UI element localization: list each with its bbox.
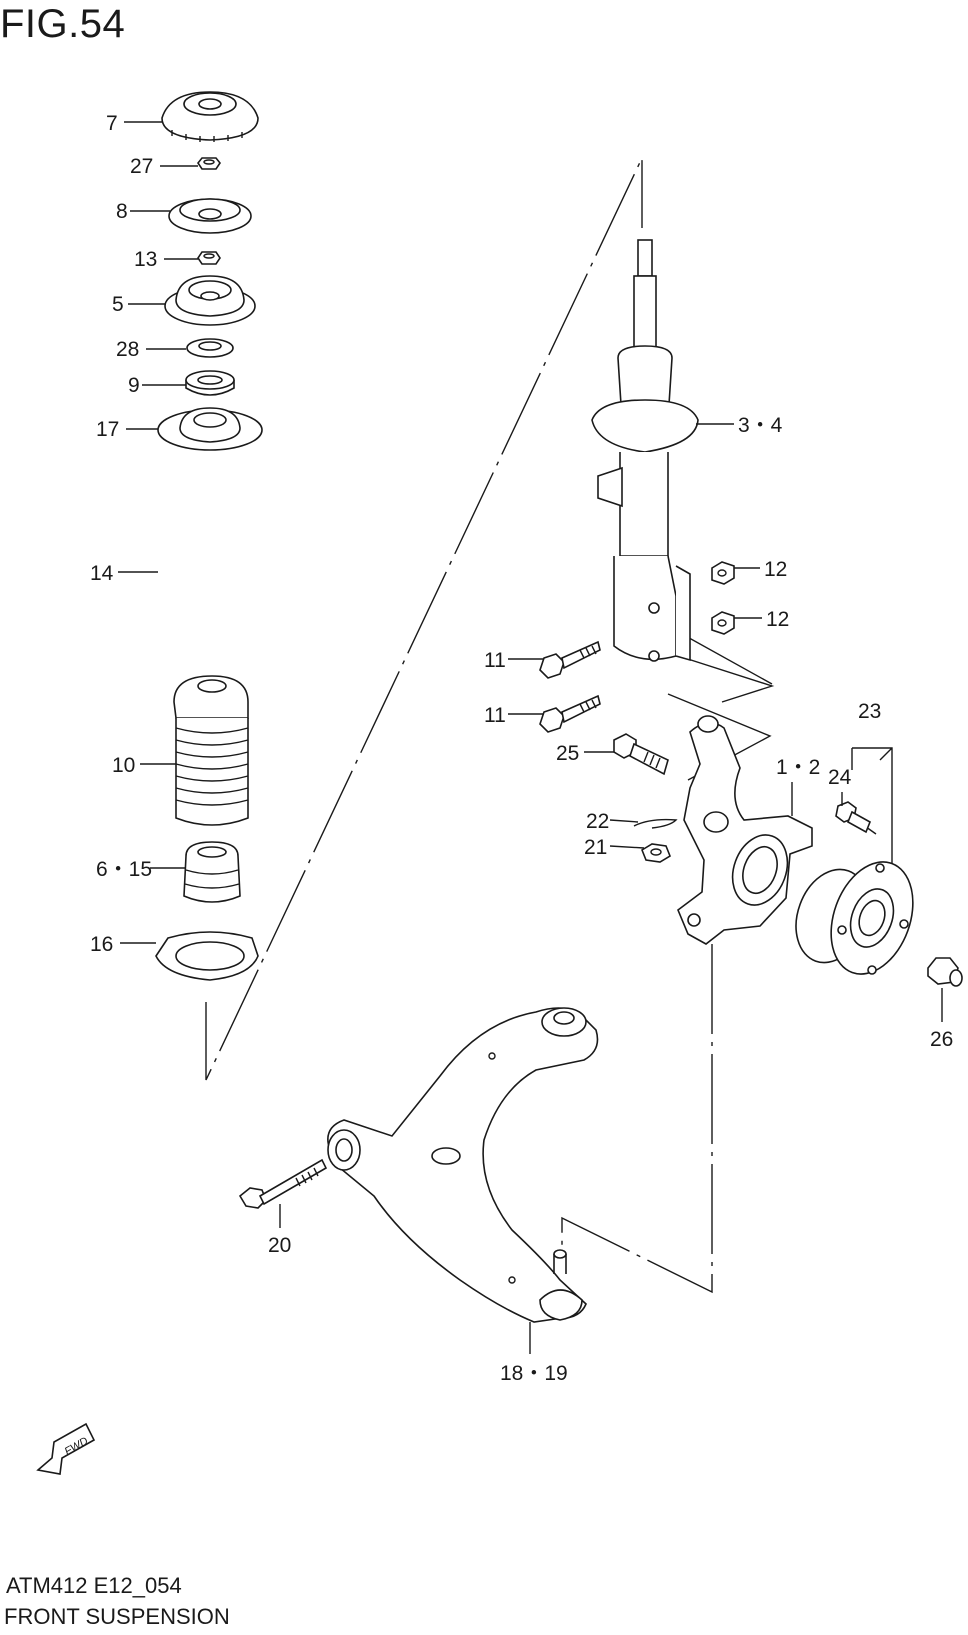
figure-title: FIG.54 bbox=[0, 2, 126, 46]
callout-9: 9 bbox=[128, 374, 140, 397]
callout-27: 27 bbox=[130, 155, 153, 178]
part-23-wheel-hub bbox=[795, 861, 914, 975]
part-11-bolt-lower bbox=[539, 694, 601, 733]
callout-20: 20 bbox=[268, 1234, 291, 1257]
part-7-mount-cap bbox=[161, 91, 259, 142]
callout-18-19: 18・19 bbox=[500, 1362, 568, 1385]
part-10-dust-boot bbox=[173, 675, 249, 826]
part-27-nut bbox=[197, 157, 221, 170]
callout-1-2: 1・2 bbox=[776, 756, 820, 779]
callout-14: 14 bbox=[90, 562, 114, 585]
part-8-plate bbox=[168, 198, 252, 234]
part-22-cotter-pin bbox=[633, 818, 678, 829]
callout-5: 5 bbox=[112, 293, 124, 316]
part-18-19-lower-control-arm bbox=[327, 1007, 599, 1323]
part-16-insulator bbox=[155, 931, 259, 981]
callout-12-lower: 12 bbox=[766, 608, 789, 631]
part-20-bolt bbox=[238, 1158, 328, 1209]
part-1-2-steering-knuckle bbox=[677, 715, 813, 945]
callout-12-upper: 12 bbox=[764, 558, 787, 581]
part-26-hub-nut bbox=[927, 957, 963, 987]
callout-13: 13 bbox=[134, 248, 157, 271]
part-25-bolt bbox=[613, 733, 669, 776]
part-12-nut-lower bbox=[711, 611, 735, 635]
callout-24: 24 bbox=[828, 766, 852, 789]
leader-lines bbox=[118, 121, 943, 1354]
callout-16: 16 bbox=[90, 933, 113, 956]
part-9-bearing bbox=[185, 370, 235, 396]
callout-11-lower: 11 bbox=[484, 704, 506, 727]
part-14-coil-spring bbox=[157, 459, 261, 633]
part-3-4-strut bbox=[591, 239, 699, 662]
callout-10: 10 bbox=[112, 754, 135, 777]
part-28-washer bbox=[186, 338, 234, 358]
part-12-nut-upper bbox=[711, 561, 735, 585]
part-17-spring-seat bbox=[157, 407, 263, 451]
part-21-castle-nut bbox=[641, 843, 671, 863]
callout-25: 25 bbox=[556, 742, 579, 765]
figure-code: ATM412 E12_054 bbox=[6, 1573, 182, 1598]
callout-23: 23 bbox=[858, 700, 881, 723]
callout-7: 7 bbox=[106, 112, 118, 135]
callout-17: 17 bbox=[96, 418, 119, 441]
callout-6-15: 6・15 bbox=[96, 858, 152, 881]
part-24-hub-bolt bbox=[835, 801, 872, 834]
part-6-15-bump-stop bbox=[183, 841, 241, 903]
callout-11-upper: 11 bbox=[484, 649, 506, 672]
callout-28: 28 bbox=[116, 338, 139, 361]
part-5-strut-mount bbox=[164, 275, 256, 326]
fwd-arrow-icon: FWD bbox=[36, 1422, 96, 1475]
figure-name: FRONT SUSPENSION bbox=[4, 1604, 230, 1629]
callout-22: 22 bbox=[586, 810, 609, 833]
callout-8: 8 bbox=[116, 200, 128, 223]
part-13-nut bbox=[197, 251, 221, 265]
part-11-bolt-upper bbox=[539, 640, 601, 679]
callout-3-4: 3・4 bbox=[738, 414, 783, 437]
callout-26: 26 bbox=[930, 1028, 953, 1051]
callout-21: 21 bbox=[584, 836, 607, 859]
